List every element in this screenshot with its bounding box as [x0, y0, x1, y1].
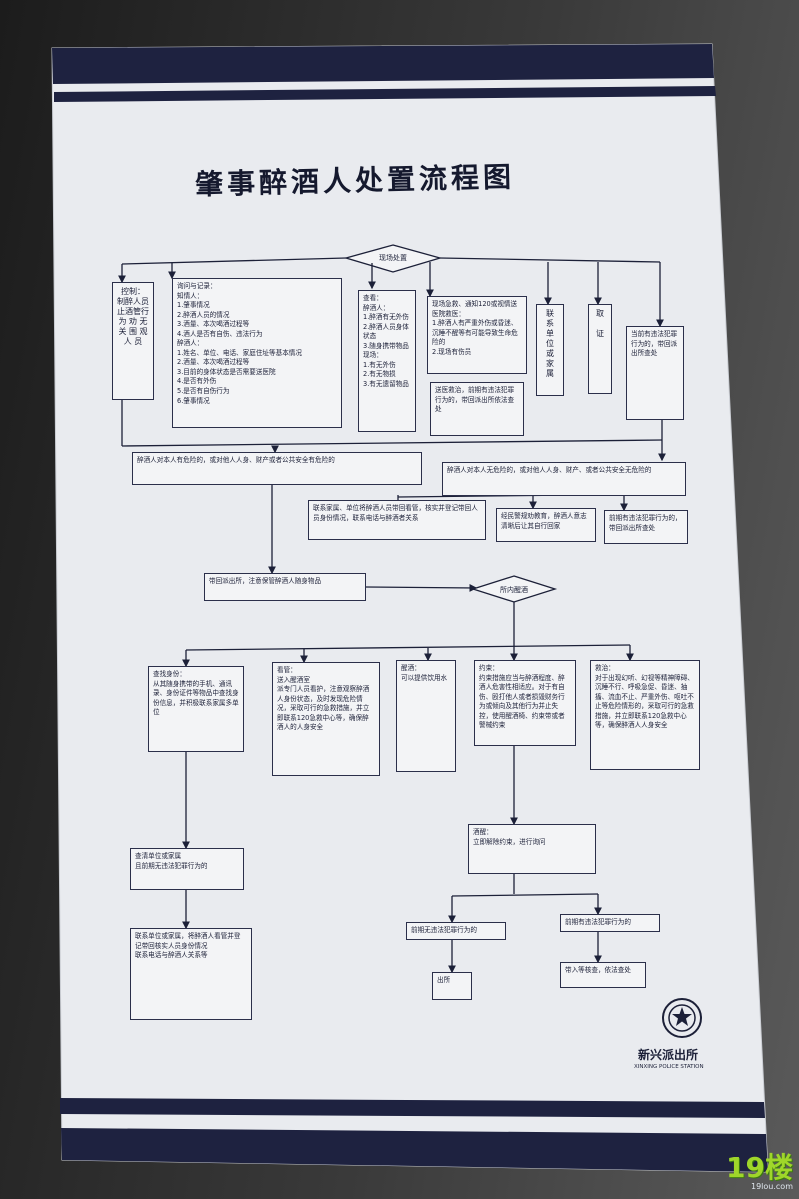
box-find-unit: 查清单位或家属 且前期无违法犯罪行为的 — [130, 848, 244, 890]
police-emblem-icon — [662, 998, 702, 1038]
box-treatment: 救治： 对于出现幻听、幻视等精神障碍、沉睡不行、呼吸急促、昏迷、抽搐、流血不止、… — [590, 660, 700, 770]
station-english: XINXING POLICE STATION — [634, 1064, 704, 1070]
box-prior-handle: 前期有违法犯罪行为的，带回派出所查处 — [604, 510, 688, 544]
box-no-danger: 醉酒人对本人无危险的，或对他人人身、财产、或者公共安全无危险的 — [442, 462, 686, 496]
box-inquiry: 询问与记录： 知情人： 1.肇事情况 2.醉酒人员的情况 3.酒量、本次喝酒过程… — [172, 278, 342, 428]
box-inspect: 查看： 醉酒人： 1.醉酒有无外伤 2.醉酒人员身体状态 3.随身携带物品 现场… — [358, 290, 416, 432]
box-watch: 看管： 送入醒酒室 派专门人员看护，注意观察醉酒人身份状态，及时发现危险情况，采… — [272, 662, 380, 776]
watermark-logo: 19楼 — [726, 1151, 793, 1184]
site-watermark: 19楼 19lou.com — [726, 1146, 793, 1191]
box-rescue: 现场急救、通知120或视情送医院救医： 1.醉酒人有严重外伤或昏迷、沉睡不醒等有… — [427, 296, 527, 374]
box-prior-crime: 当前有违法犯罪行为的，带回派出所查处 — [626, 326, 684, 420]
box-control: 控制： 制醉人员 止酒管行 为 劝 无 关 围 观 人 员 — [112, 282, 154, 400]
box-rescue-followup: 送医救治，前期有违法犯罪行为的，带回派出所依法查处 — [430, 382, 524, 436]
diamond-start — [343, 244, 443, 273]
box-restrain: 约束： 约束措施应当与醉酒程度、醉酒人危害性相适应。对于有自伤、殴打他人或者损毁… — [474, 660, 576, 746]
sober-diamond-label: 所内醒酒 — [500, 586, 528, 594]
box-family-escort: 联系家属、单位将醉酒人员带回看管，核实并登记带回人员身份情况，联系电话与醉酒者关… — [308, 500, 486, 540]
box-take-back: 带回派出所，注意保管醉酒人随身物品 — [204, 573, 366, 601]
box-sober-room: 醒酒： 可以提供饮用水 — [396, 660, 456, 772]
box-has-crime: 前期有违法犯罪行为的 — [560, 914, 660, 932]
box-identity: 查找身份： 从其随身携带的手机、通讯录、身份证件等物品中查找身份信息，并积极联系… — [148, 666, 244, 752]
watermark-url: 19lou.com — [751, 1182, 793, 1191]
box-contact: 联 系 单 位 或 家 属 — [536, 304, 564, 396]
box-notify: 联系单位或家属，将醉酒人看管并登记带回核实人员身份情况 联系电话与醉酒人关系等 — [130, 928, 252, 1020]
box-sobered: 酒醒： 立即解除约束，进行询问 — [468, 824, 596, 874]
box-investigate: 带入等核查，依法查处 — [560, 962, 646, 988]
box-education: 经民警规劝教育，醉酒人意志清晰后让其自行回家 — [496, 508, 596, 542]
box-evidence: 取 证 — [588, 304, 612, 394]
box-release: 出所 — [432, 972, 472, 1000]
station-name: 新兴派出所 — [638, 1048, 699, 1062]
start-diamond-label: 现场处置 — [379, 254, 407, 262]
box-danger: 醉酒人对本人有危险的，或对他人人身、财产或者公共安全有危险的 — [132, 452, 422, 485]
box-no-crime: 前期无违法犯罪行为的 — [406, 922, 506, 940]
